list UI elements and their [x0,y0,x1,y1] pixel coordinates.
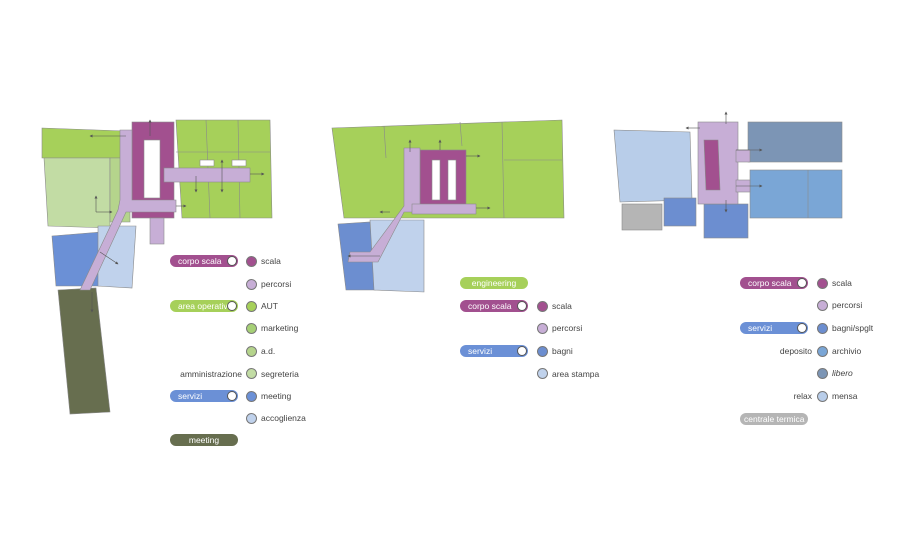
plan3-area-mensa [613,129,693,203]
label-percorsi-3: percorsi [832,300,863,310]
label-libero: libero [832,368,853,378]
label-segreteria: segreteria [261,369,299,379]
pill-servizi-2: servizi [460,345,528,357]
swatch-segreteria [246,368,257,379]
pill-centrale-termica: centrale termica [740,413,808,425]
plan3-area-libero [747,121,843,163]
swatch-aut [246,301,257,312]
label-aut: AUT [261,301,278,311]
swatch-archivio [817,346,828,357]
label-scala-2: scala [552,301,572,311]
swatch-bagni-2 [537,346,548,357]
label-deposito: deposito [779,346,812,356]
plan2-percorsi [347,147,421,263]
plan3-area-centrale-termica [621,203,663,231]
swatch-scala-2 [537,301,548,312]
label-bagni-spglt: bagni/spglt [832,323,874,333]
swatch-libero [817,368,828,379]
plan3-area-bagni [663,197,697,227]
plan1-area-amministrazione [43,157,111,229]
label-meeting: meeting [261,391,292,401]
swatch-mensa [817,391,828,402]
pill-servizi: servizi [170,390,238,402]
pill-meeting: meeting [170,434,238,446]
floor-plan-3 [613,111,843,239]
swatch-bagni-spglt [817,323,828,334]
swatch-area-stampa [537,368,548,379]
pill-corpo-scala-3: corpo scala [740,277,808,289]
swatch-scala [246,256,257,267]
label-percorsi: percorsi [261,279,292,289]
swatch-percorsi-3 [817,300,828,311]
swatch-meeting [246,391,257,402]
label-relax: relax [793,391,812,401]
swatch-scala-3 [817,278,828,289]
swatch-accoglienza [246,413,257,424]
pill-servizi-3: servizi [740,322,808,334]
swatch-ad [246,346,257,357]
pill-engineering: engineering [460,277,528,289]
swatch-percorsi [246,279,257,290]
label-scala-3: scala [832,278,852,288]
plan1-percorsi [79,129,177,291]
floor-plan-1 [41,119,273,415]
pill-area-operativa: area operativa [170,300,238,312]
label-area-stampa: area stampa [552,369,600,379]
pill-corpo-scala: corpo scala [170,255,238,267]
plan2-scala [419,149,467,209]
label-archivio: archivio [832,346,862,356]
plan1-area-aut [41,127,125,159]
plan1-area-meeting-dark [57,287,111,415]
swatch-marketing [246,323,257,334]
label-percorsi-2: percorsi [552,323,583,333]
label-mensa: mensa [832,391,858,401]
label-marketing: marketing [261,323,299,333]
label-bagni-2: bagni [552,346,573,356]
pill-corpo-scala-2: corpo scala [460,300,528,312]
floor-plan-2 [331,119,565,293]
swatch-percorsi-2 [537,323,548,334]
label-scala: scala [261,256,281,266]
label-ad: a.d. [261,346,276,356]
label-amministrazione: amministrazione [180,369,242,379]
label-accoglienza: accoglienza [261,413,306,423]
plan3-area-archivio [749,169,843,219]
